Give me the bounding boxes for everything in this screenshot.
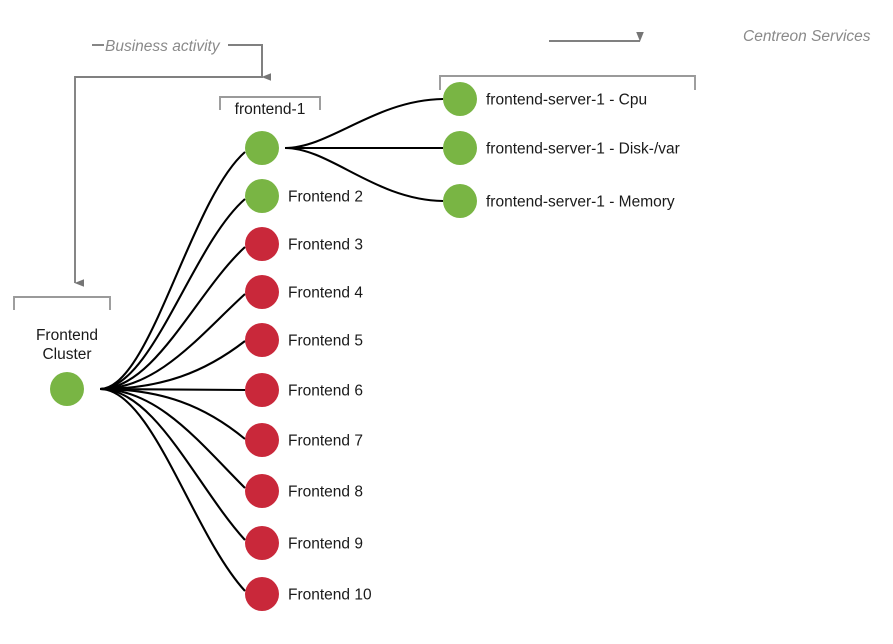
centreon-services-bracket (439, 75, 696, 90)
business-activity-label: Business activity (105, 38, 221, 55)
business-activity-2-leader (228, 44, 271, 81)
node-label-frontend-4: Frontend 4 (288, 285, 363, 302)
node-label-frontend-2: Frontend 2 (288, 189, 363, 206)
node-frontend-7[interactable]: Frontend 7 (245, 423, 363, 457)
node-label-service-disk: frontend-server-1 - Disk-/var (486, 141, 680, 158)
edge-frontend1-to-service-cpu (284, 97, 444, 150)
edge-cluster-to-frontend-4 (99, 293, 246, 391)
edge-cluster-to-frontend-2 (99, 198, 246, 391)
node-frontend-2[interactable]: Frontend 2 (245, 179, 363, 213)
status-dot-critical[interactable] (245, 275, 279, 309)
node-frontend-6[interactable]: Frontend 6 (245, 373, 363, 407)
node-service-disk[interactable]: frontend-server-1 - Disk-/var (443, 131, 680, 165)
node-frontend-10[interactable]: Frontend 10 (245, 577, 372, 611)
status-dot-critical[interactable] (245, 373, 279, 407)
edge-cluster-to-frontend-3 (99, 246, 246, 391)
node-frontend-cluster-node[interactable] (50, 372, 84, 406)
node-label-frontend-9: Frontend 9 (288, 536, 363, 553)
node-frontend-8[interactable]: Frontend 8 (245, 474, 363, 508)
node-service-cpu[interactable]: frontend-server-1 - Cpu (443, 82, 647, 116)
node-layer: Frontend 2 Frontend 3 Frontend 4 Frontend 5… (50, 82, 680, 611)
node-label-frontend-6: Frontend 6 (288, 383, 363, 400)
status-dot-critical[interactable] (245, 323, 279, 357)
edge-cluster-to-frontend-7 (99, 387, 246, 440)
status-dot-ok[interactable] (443, 184, 477, 218)
node-service-memory[interactable]: frontend-server-1 - Memory (443, 184, 675, 218)
node-label-service-cpu: frontend-server-1 - Cpu (486, 92, 647, 109)
node-frontend-9[interactable]: Frontend 9 (245, 526, 363, 560)
node-label-frontend-10: Frontend 10 (288, 587, 372, 604)
status-dot-ok[interactable] (50, 372, 84, 406)
edge-frontend1-to-service-memory (284, 146, 444, 203)
bracket-layer (13, 75, 696, 310)
status-dot-critical[interactable] (245, 423, 279, 457)
node-label-frontend-3: Frontend 3 (288, 237, 363, 254)
node-frontend-3[interactable]: Frontend 3 (245, 227, 363, 261)
node-frontend-4[interactable]: Frontend 4 (245, 275, 363, 309)
status-dot-critical[interactable] (245, 526, 279, 560)
group-label-line: frontend-1 (235, 101, 306, 118)
edge-layer (99, 97, 444, 592)
node-frontend-1[interactable] (245, 131, 279, 165)
edge-cluster-to-frontend-10 (99, 387, 246, 592)
node-label-frontend-7: Frontend 7 (288, 433, 363, 450)
annotation-layer: Business activity Centreon Services (74, 28, 871, 287)
status-dot-critical[interactable] (245, 474, 279, 508)
status-dot-ok[interactable] (443, 82, 477, 116)
node-frontend-5[interactable]: Frontend 5 (245, 323, 363, 357)
edge-cluster-to-frontend-9 (99, 387, 246, 541)
node-label-frontend-5: Frontend 5 (288, 333, 363, 350)
edge-cluster-to-frontend-1 (99, 151, 246, 391)
centreon-services-label: Centreon Services (743, 28, 871, 45)
frontend-cluster-bracket (13, 296, 111, 310)
status-dot-critical[interactable] (245, 577, 279, 611)
status-dot-ok[interactable] (245, 131, 279, 165)
status-dot-ok[interactable] (443, 131, 477, 165)
group-label-line: Frontend (36, 327, 98, 344)
frontend-1-bracket (219, 96, 321, 110)
node-label-service-memory: frontend-server-1 - Memory (486, 194, 675, 211)
group-label-line: Cluster (42, 346, 91, 363)
node-label-frontend-8: Frontend 8 (288, 484, 363, 501)
status-dot-ok[interactable] (245, 179, 279, 213)
status-dot-critical[interactable] (245, 227, 279, 261)
group-label-frontend-1: frontend-1 (235, 101, 306, 118)
edge-cluster-to-frontend-8 (99, 387, 246, 489)
